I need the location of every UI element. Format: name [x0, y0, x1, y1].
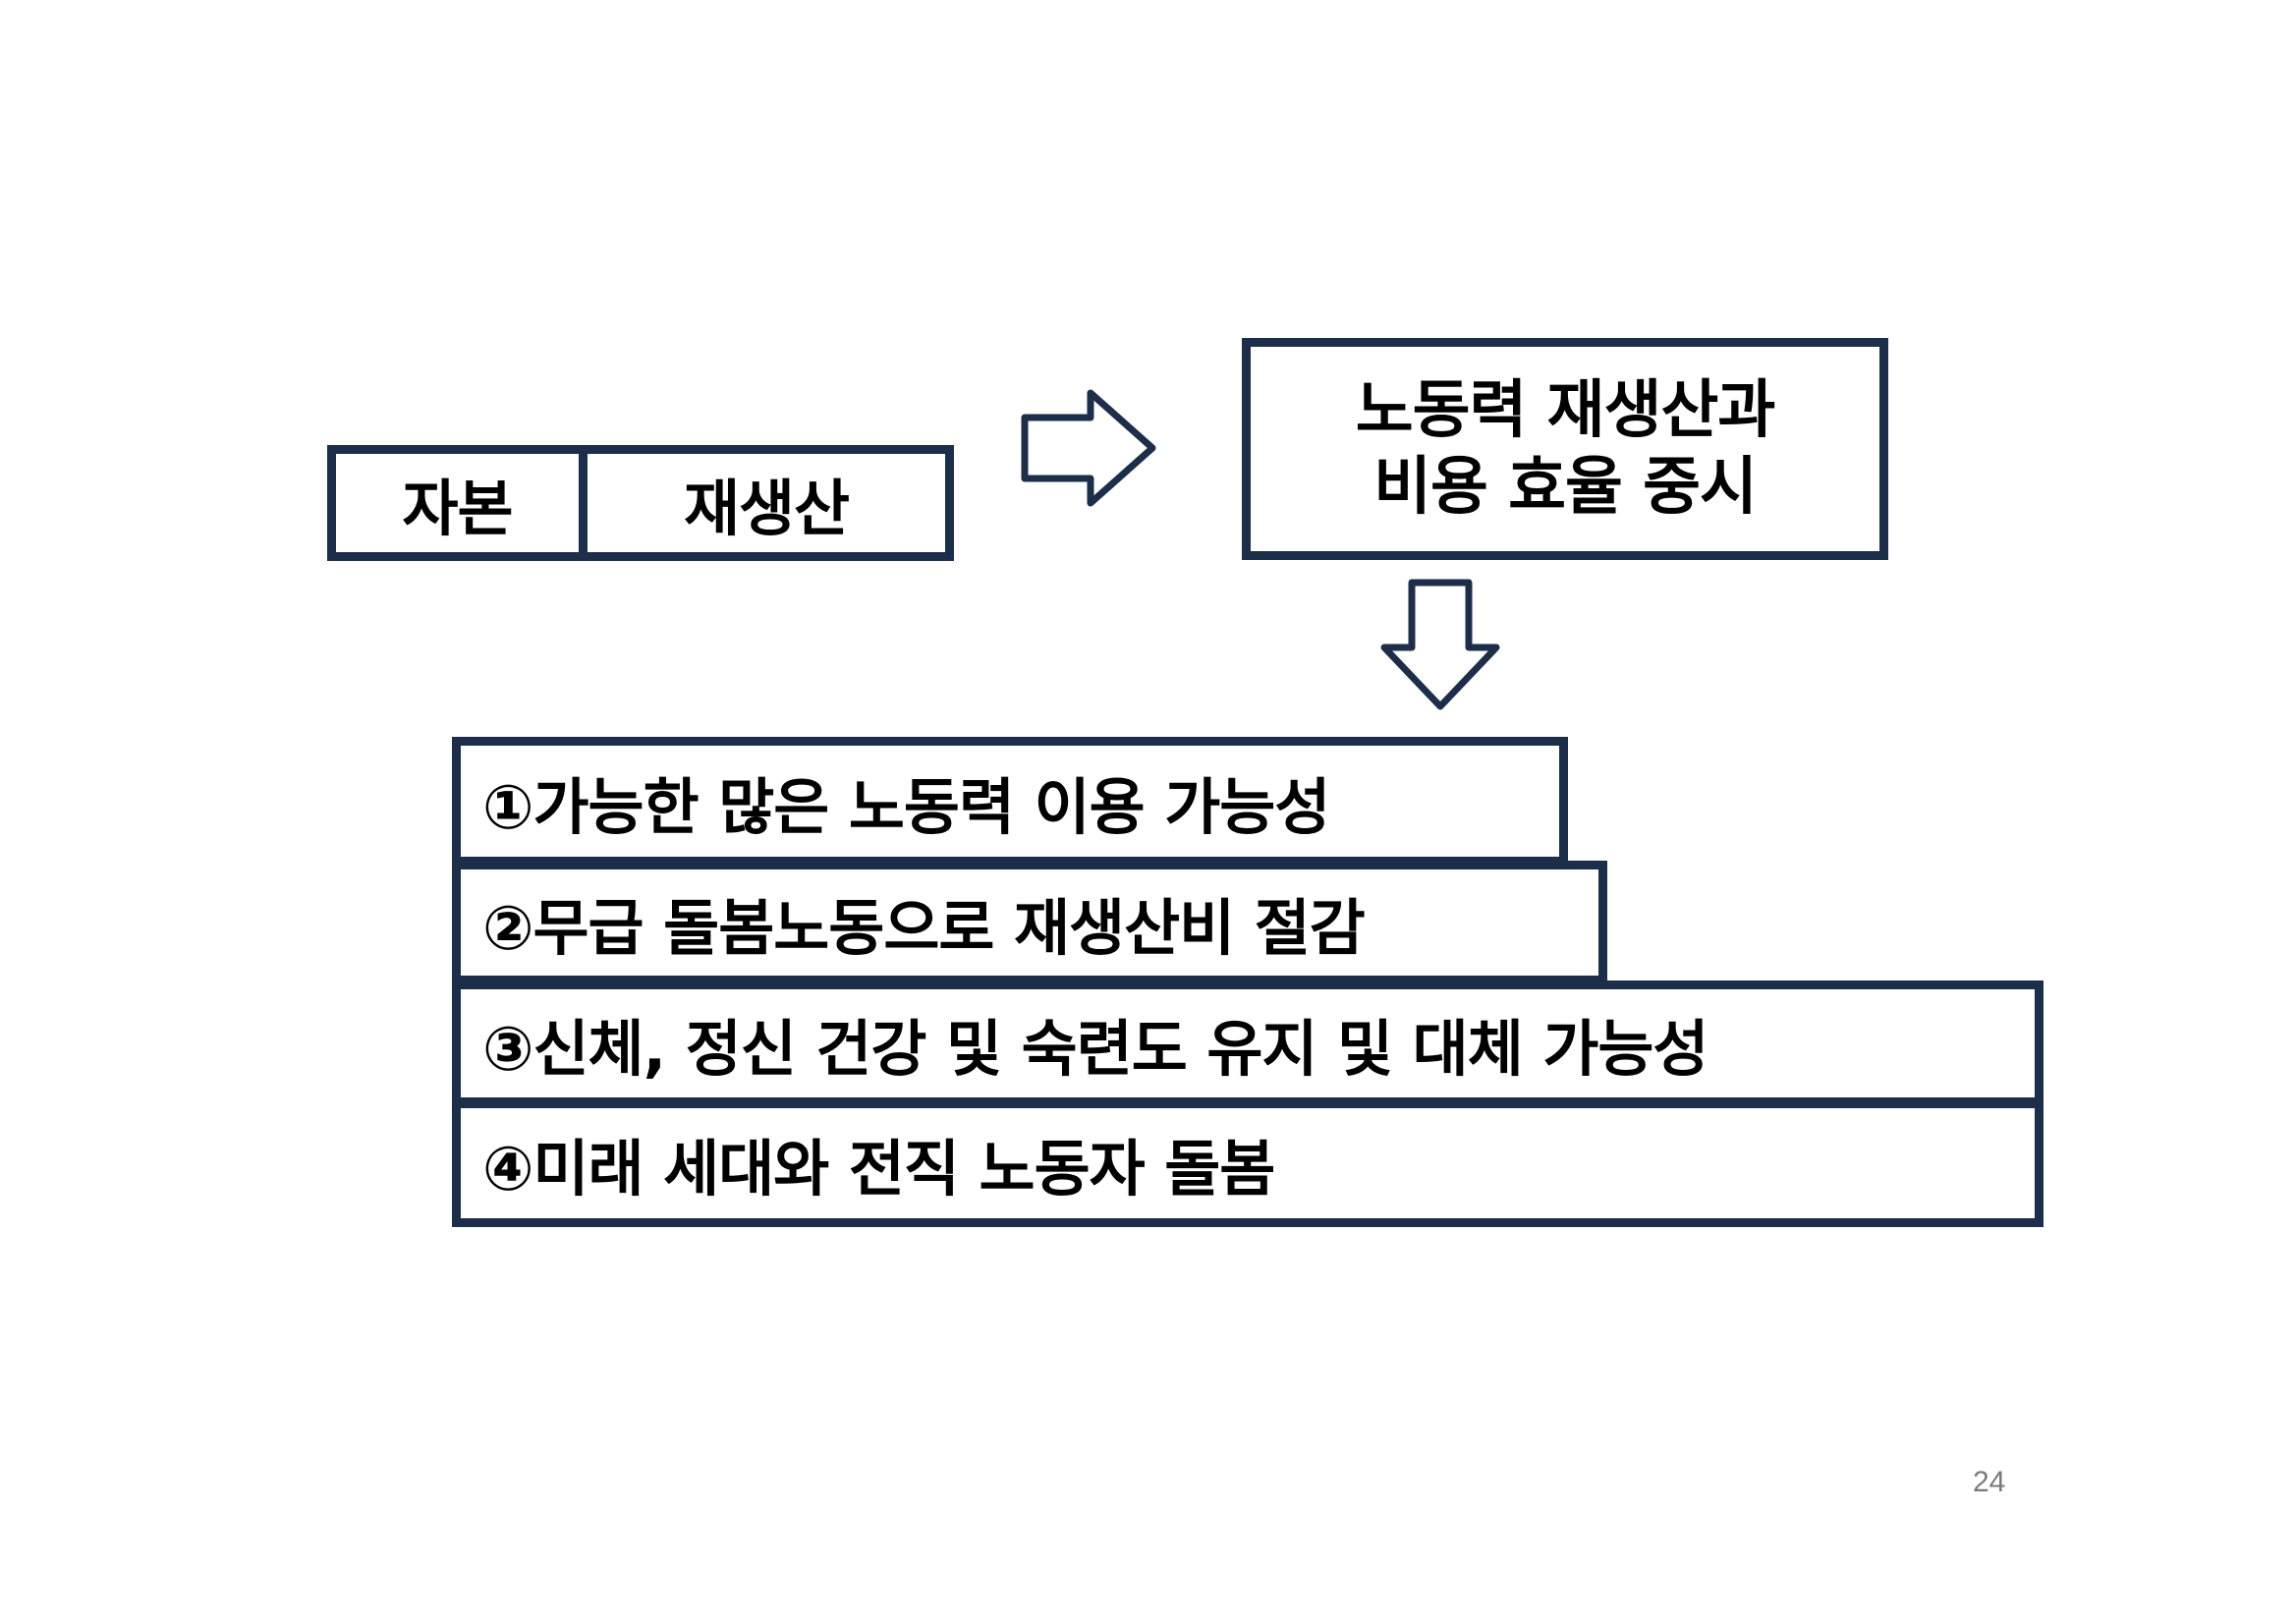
goal-line-1: 노동력 재생산과	[1355, 374, 1775, 447]
capital-label: 자본	[402, 473, 513, 544]
capital-reproduction-box: 자본 재생산	[327, 445, 954, 561]
labor-reproduction-goal-box: 노동력 재생산과 비용 효율 중시	[1242, 338, 1888, 560]
right-arrow-icon	[1021, 389, 1156, 507]
list-item-label: ①가능한 많은 노동력 이용 가능성	[482, 770, 1330, 843]
list-item-3: ③신체, 정신 건강 및 숙련도 유지 및 대체 가능성	[452, 980, 2044, 1106]
page-number: 24	[1973, 1466, 2006, 1498]
down-arrow-icon	[1380, 579, 1500, 710]
reproduction-label: 재생산	[683, 473, 850, 544]
list-item-label: ④미래 세대와 전직 노동자 돌봄	[482, 1133, 1275, 1204]
box-divider	[579, 454, 588, 552]
list-item-label: ②무급 돌봄노동으로 재생산비 절감	[482, 892, 1366, 964]
goal-text: 노동력 재생산과 비용 효율 중시	[1355, 372, 1775, 526]
list-item-label: ③신체, 정신 건강 및 숙련도 유지 및 대체 가능성	[482, 1013, 1708, 1085]
goal-line-2: 비용 효율 중시	[1373, 451, 1758, 524]
list-item-4: ④미래 세대와 전직 노동자 돌봄	[452, 1099, 2044, 1227]
list-item-1: ①가능한 많은 노동력 이용 가능성	[452, 737, 1568, 866]
list-item-2: ②무급 돌봄노동으로 재생산비 절감	[452, 861, 1607, 984]
